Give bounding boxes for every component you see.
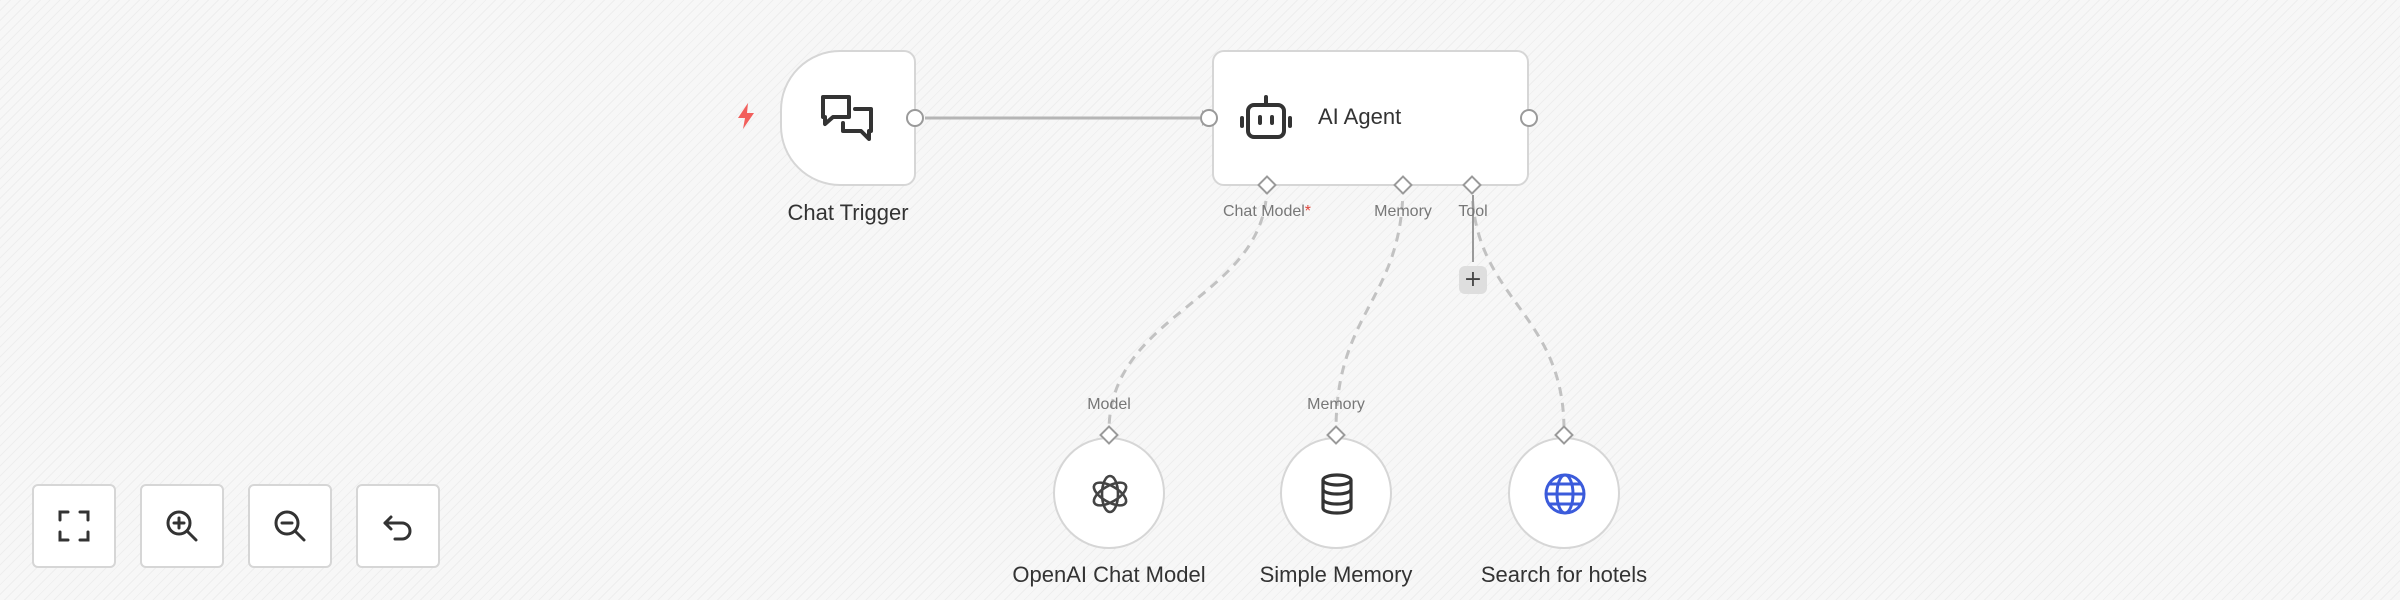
zoom-out-button[interactable]: [248, 484, 332, 568]
simple-memory-node[interactable]: [1280, 437, 1392, 549]
reset-button[interactable]: [356, 484, 440, 568]
openai-chat-model-title: OpenAI Chat Model: [1012, 562, 1206, 587]
chat-trigger-title: Chat Trigger: [787, 200, 909, 225]
required-marker: *: [1304, 203, 1312, 220]
ai-agent-node[interactable]: [1212, 50, 1529, 186]
ai-agent-output-handle[interactable]: [1520, 109, 1538, 127]
openai-chat-model-node[interactable]: [1053, 437, 1165, 549]
chat-model-port-label: Chat Model*: [1222, 203, 1312, 220]
robot-icon: [1238, 92, 1294, 146]
ai-agent-input-handle[interactable]: [1200, 109, 1218, 127]
add-tool-button[interactable]: +: [1459, 266, 1487, 294]
undo-icon: [383, 515, 412, 541]
database-icon: [1316, 471, 1358, 517]
memory-port-label: Memory: [1374, 203, 1432, 220]
fit-view-button[interactable]: [32, 484, 116, 568]
connection-model-to-agent[interactable]: [1107, 184, 1269, 431]
zoom-in-icon: [166, 510, 198, 542]
connection-memory-to-agent[interactable]: [1334, 184, 1405, 431]
chat-trigger-node[interactable]: [780, 50, 916, 186]
search-for-hotels-title: Search for hotels: [1480, 562, 1648, 587]
openai-model-port-label: Model: [1087, 396, 1131, 413]
connection-tool-to-agent[interactable]: [1470, 184, 1566, 431]
globe-icon: [1542, 471, 1588, 517]
chat-trigger-output-handle[interactable]: [906, 109, 924, 127]
search-for-hotels-node[interactable]: [1508, 437, 1620, 549]
ai-agent-title: AI Agent: [1318, 104, 1402, 129]
zoom-in-button[interactable]: [140, 484, 224, 568]
lightning-bolt-icon: [738, 103, 754, 129]
chat-bubbles-icon: [818, 90, 878, 146]
simple-memory-port-label: Memory: [1307, 396, 1365, 413]
openai-logo-icon: [1087, 471, 1133, 517]
simple-memory-title: Simple Memory: [1259, 562, 1413, 587]
zoom-out-icon: [274, 510, 306, 542]
fullscreen-icon: [58, 510, 90, 542]
tool-port-label: Tool: [1458, 203, 1488, 220]
